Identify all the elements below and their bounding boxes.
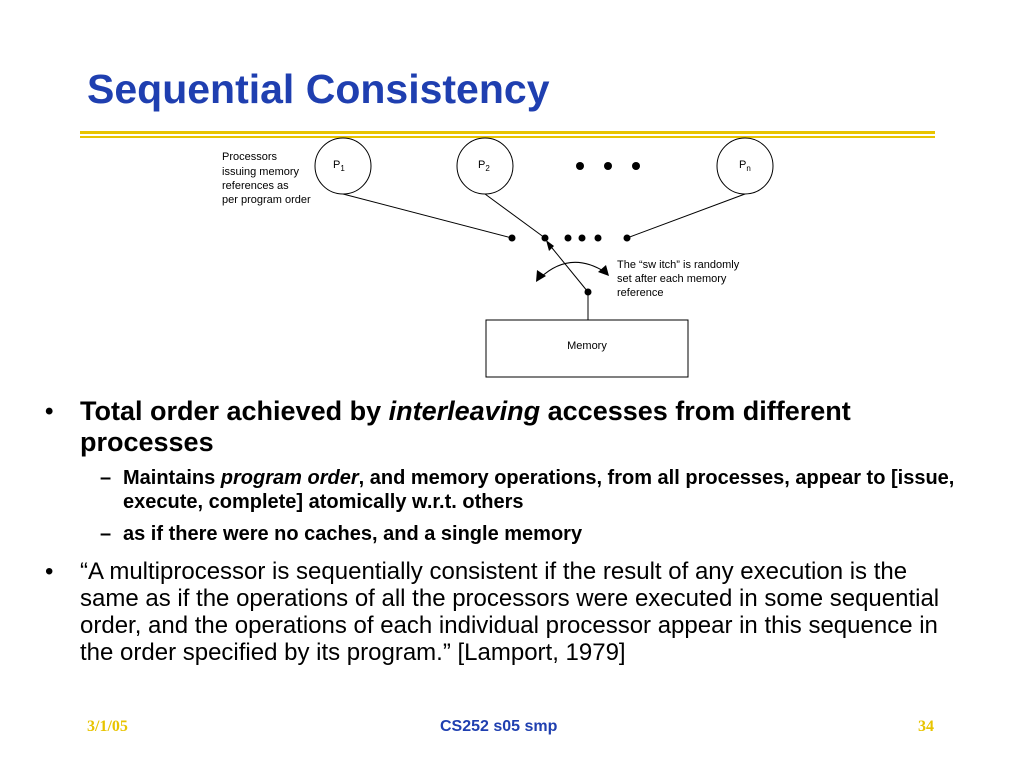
slide-title: Sequential Consistency (87, 66, 550, 112)
sequential-consistency-diagram: Processors issuing memory references as … (222, 137, 774, 378)
footer-page-number: 34 (918, 718, 934, 735)
bullet-lamport-quote: • “A multiprocessor is sequentially cons… (45, 558, 960, 666)
bullet-1-text-a: Total order achieved by (80, 396, 389, 426)
p1-connection-line (342, 193, 513, 239)
switch-contact-dot-5 (594, 234, 602, 242)
dash-mark: – (100, 467, 112, 489)
processor-ellipsis-dot-2 (604, 162, 612, 170)
pn-connection-line (626, 193, 746, 239)
p2-main: P (478, 159, 485, 171)
dash-mark: – (100, 523, 112, 545)
processors-label-line-1: Processors (222, 151, 278, 163)
sub-bullet-1-italic: program order (220, 467, 359, 489)
processor-pn-label: Pn (739, 159, 751, 173)
bullet-1-italic: interleaving (388, 396, 541, 426)
processor-ellipsis-dot-1 (576, 162, 584, 170)
sub-bullet-program-order: – Maintains program order, and memory op… (45, 466, 975, 514)
bullet-1-text-b: accesses from different processes (80, 396, 851, 457)
switch-contact-dot-1 (508, 234, 516, 242)
switch-note-line-2: set after each memory (617, 273, 727, 285)
title-rule-bottom (80, 136, 935, 138)
switch-rotation-arrow-left (536, 270, 546, 282)
pn-main: P (739, 159, 746, 171)
switch-contact-dot-3 (564, 234, 572, 242)
bullet-list: • Total order achieved by interleaving a… (45, 396, 975, 666)
bullet-2-text: “A multiprocessor is sequentially consis… (80, 558, 940, 666)
processors-label-line-2: issuing memory (222, 166, 300, 178)
footer-date: 3/1/05 (87, 718, 128, 735)
processor-ellipsis-dot-3 (632, 162, 640, 170)
p1-sub: 1 (340, 164, 345, 173)
switch-rotation-arrow-right (598, 265, 609, 276)
switch-arm-line (547, 242, 589, 293)
bullet-mark: • (45, 558, 54, 585)
bullet-total-order: • Total order achieved by interleaving a… (45, 396, 975, 458)
memory-box (485, 319, 689, 378)
processor-p1-label: P1 (333, 159, 345, 173)
processor-p2-label: P2 (478, 159, 490, 173)
p1-main: P (333, 159, 340, 171)
switch-contact-dot-2 (541, 234, 549, 242)
title-rule-top (80, 131, 935, 134)
memory-label: Memory (567, 340, 607, 352)
switch-contact-dot-4 (578, 234, 586, 242)
switch-rotation-arc (539, 261, 606, 279)
sub-bullet-1-text-a: Maintains (123, 467, 221, 489)
processors-label-line-4: per program order (222, 194, 311, 206)
sub-bullet-2-text: as if there were no caches, and a single… (123, 523, 583, 545)
switch-note-line-1: The “sw itch” is randomly (617, 259, 740, 271)
pn-sub: n (746, 164, 750, 173)
switch-note-line-3: reference (617, 287, 663, 299)
footer-course: CS252 s05 smp (440, 718, 558, 735)
switch-contact-dot-6 (623, 234, 631, 242)
processors-label-line-3: references as (222, 180, 289, 192)
sub-bullet-1-text-b: , and memory operations, from all proces… (123, 467, 955, 513)
p2-sub: 2 (485, 164, 490, 173)
p2-connection-line (484, 193, 546, 239)
sub-bullet-no-caches: – as if there were no caches, and a sing… (45, 522, 975, 546)
switch-arm-arrowhead (546, 240, 554, 251)
bullet-mark: • (45, 398, 54, 425)
